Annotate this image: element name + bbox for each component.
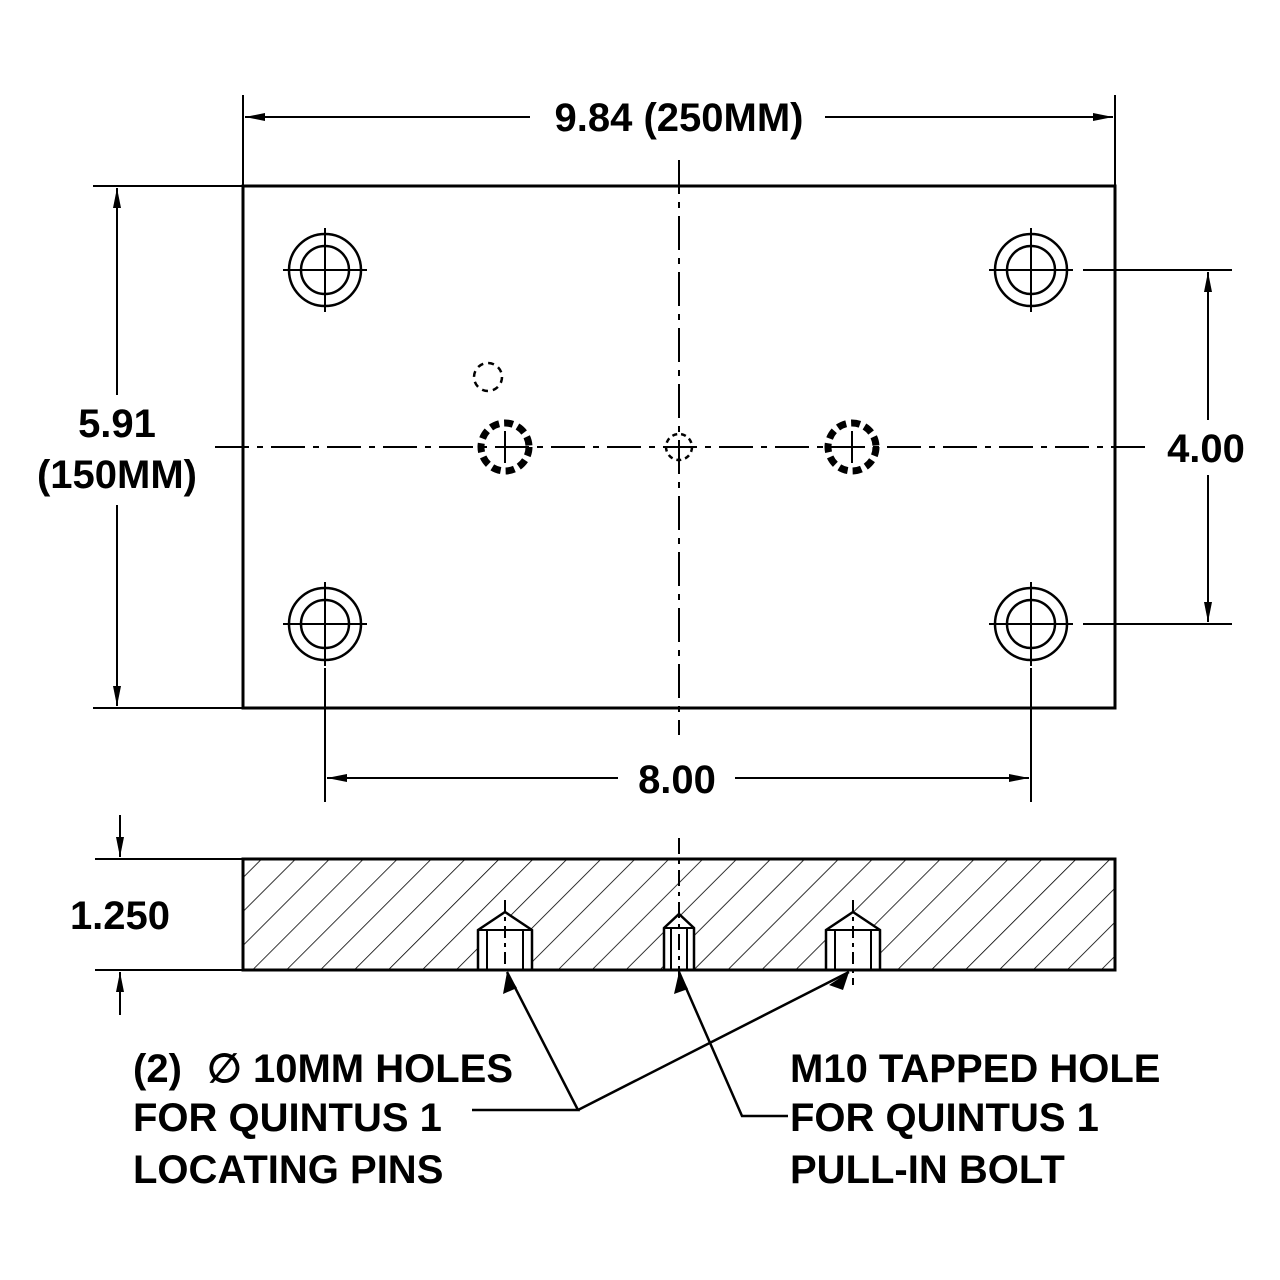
mounting-hole-top-right xyxy=(989,228,1073,312)
mounting-hole-bottom-right xyxy=(989,582,1073,666)
note-left-line2: FOR QUINTUS 1 xyxy=(133,1096,442,1140)
mounting-hole-bottom-left xyxy=(283,582,367,666)
hole-horizontal-spacing-label: 8.00 xyxy=(638,758,716,802)
top-view xyxy=(93,95,1232,802)
diameter-symbol: ∅ xyxy=(207,1047,242,1091)
mounting-hole-top-left xyxy=(283,228,367,312)
overall-width-label: 9.84 (250MM) xyxy=(555,96,804,140)
note-left-line1-rest: 10MM HOLES xyxy=(253,1047,513,1091)
center-tapped-hole xyxy=(664,432,694,462)
hidden-small-hole xyxy=(472,361,504,393)
note-left-qty: (2) xyxy=(133,1047,182,1091)
note-right-line1: M10 TAPPED HOLE xyxy=(790,1047,1160,1091)
note-right-line2: FOR QUINTUS 1 xyxy=(790,1096,1099,1140)
thickness-label: 1.250 xyxy=(70,894,170,938)
note-right-line3: PULL-IN BOLT xyxy=(790,1148,1065,1192)
locating-pin-hole-right xyxy=(824,419,880,475)
section-view xyxy=(95,815,1117,1118)
hole-vertical-spacing-label: 4.00 xyxy=(1167,427,1245,471)
locating-pin-hole-left xyxy=(477,419,533,475)
note-left-line1: (2) ∅ 10MM HOLES xyxy=(133,1047,513,1091)
overall-height-label-mm: (150MM) xyxy=(37,453,197,497)
leader-locating-pins-branch xyxy=(577,970,850,1112)
leader-tapped-hole xyxy=(677,971,788,1118)
overall-height-label-in: 5.91 xyxy=(78,402,156,446)
note-left-line3: LOCATING PINS xyxy=(133,1148,443,1192)
